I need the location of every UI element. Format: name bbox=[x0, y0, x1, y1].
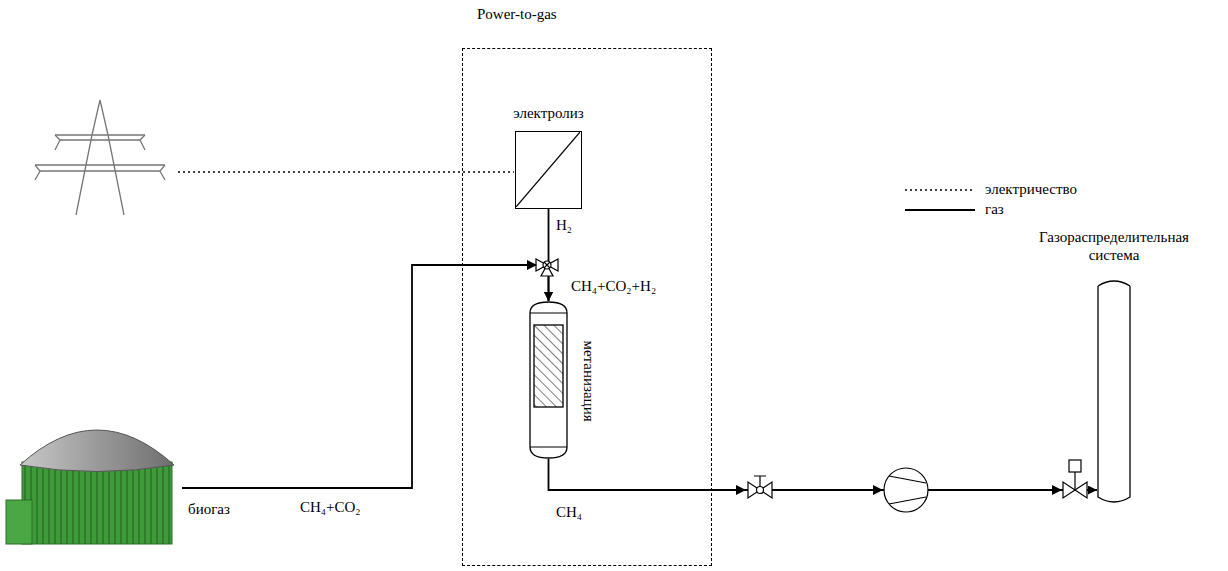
edge-label: CH₄+CO₂ bbox=[300, 498, 361, 516]
arrow-head bbox=[873, 485, 883, 495]
membrane-symbol bbox=[516, 132, 580, 207]
flow-label: CH₄+CO₂+H₂ bbox=[571, 277, 656, 295]
valve-body bbox=[536, 259, 558, 271]
valve-cross bbox=[544, 262, 550, 268]
arrow-head bbox=[736, 485, 746, 495]
catalyst-bed bbox=[534, 325, 563, 407]
manual-valve bbox=[748, 476, 772, 498]
arrow-head bbox=[527, 260, 537, 270]
pylon-insulator bbox=[35, 135, 165, 180]
digester-dome bbox=[20, 430, 174, 472]
reactor-column: метанизация bbox=[529, 301, 568, 459]
reactor-outline bbox=[529, 301, 568, 459]
valve-ball bbox=[543, 261, 551, 269]
biogas-digester bbox=[6, 430, 174, 544]
control-valve bbox=[1063, 460, 1087, 498]
node-label: Газораспределительная система bbox=[1024, 228, 1204, 264]
pipe-shell bbox=[1098, 281, 1130, 502]
digester-annex bbox=[6, 500, 32, 544]
three-way-valve bbox=[536, 259, 558, 276]
pipe-outline bbox=[1097, 280, 1131, 505]
digester-node: биогаз bbox=[5, 405, 182, 547]
pylon-arm bbox=[35, 135, 165, 171]
compressor-body bbox=[884, 468, 928, 512]
compressor bbox=[884, 468, 928, 512]
gas-grid-pipe: Газораспределительная система bbox=[1097, 280, 1131, 505]
electricity-line bbox=[178, 171, 514, 172]
node-label: электролиз bbox=[513, 104, 583, 122]
gas-pipe bbox=[182, 265, 549, 488]
node-label: метанизация bbox=[580, 340, 598, 421]
system-boundary: Power-to-gasэлектролизметанизация bbox=[462, 48, 712, 566]
valve-actuator bbox=[1069, 460, 1081, 472]
membrane-line bbox=[516, 132, 580, 207]
reactor-seam bbox=[530, 447, 567, 448]
gas-pipe bbox=[549, 459, 1098, 490]
electrolyser-box: электролиз bbox=[515, 131, 582, 209]
pylon-leg bbox=[76, 100, 124, 215]
power-pylon bbox=[35, 100, 165, 215]
reactor-shell bbox=[530, 302, 567, 458]
arrow-head bbox=[1052, 485, 1062, 495]
legend-sample-dotted bbox=[905, 189, 975, 190]
legend-text: электричество bbox=[985, 180, 1077, 198]
compressor-lines bbox=[889, 476, 926, 504]
valve-ball bbox=[757, 487, 764, 494]
digester-tank bbox=[22, 462, 172, 544]
valve-stem bbox=[754, 476, 766, 486]
reactor-seam bbox=[530, 313, 567, 314]
node-label: биогаз bbox=[188, 500, 230, 518]
legend-sample-solid bbox=[905, 209, 975, 211]
node-label: Power-to-gas bbox=[477, 5, 557, 23]
edge-label: CH₄ bbox=[556, 503, 582, 521]
edge-label: H₂ bbox=[556, 216, 572, 234]
valve-stem bbox=[1074, 472, 1075, 490]
legend-text: газ bbox=[985, 200, 1004, 218]
